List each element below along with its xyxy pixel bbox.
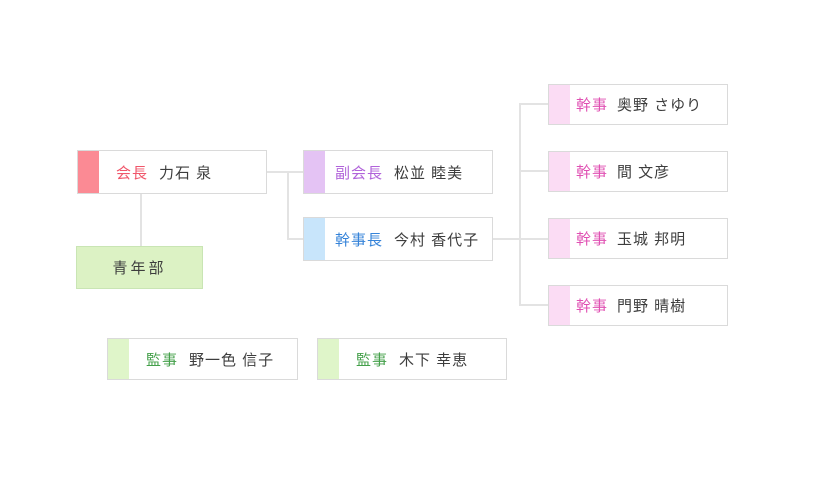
node-president[interactable]: 会長 力石 泉 bbox=[77, 150, 267, 194]
connector-vertical-president-branch bbox=[287, 171, 289, 240]
node-youth-department[interactable]: 青年部 bbox=[76, 246, 203, 289]
vice-president-accent-bar bbox=[304, 151, 325, 193]
secretary-name: 奥野 さゆり bbox=[617, 97, 703, 114]
connector-president-to-branch bbox=[267, 171, 303, 173]
secretary-name: 間 文彦 bbox=[617, 164, 671, 181]
president-name: 力石 泉 bbox=[159, 164, 213, 182]
node-secretary-1[interactable]: 幹事 奥野 さゆり bbox=[548, 84, 728, 125]
connector-to-secretary-general bbox=[287, 238, 303, 240]
secretary-accent-bar bbox=[549, 152, 570, 191]
secretary-accent-bar bbox=[549, 219, 570, 258]
secretary-general-role-label: 幹事長 bbox=[335, 231, 384, 249]
node-auditor-1[interactable]: 監事 野一色 信子 bbox=[107, 338, 298, 380]
auditor-name: 木下 幸恵 bbox=[399, 351, 469, 369]
auditor-accent-bar bbox=[108, 339, 129, 379]
department-name: 青年部 bbox=[112, 260, 167, 277]
node-vice-president[interactable]: 副会長 松並 睦美 bbox=[303, 150, 493, 194]
node-secretary-4[interactable]: 幹事 門野 晴樹 bbox=[548, 285, 728, 326]
connector-secretaries-trunk bbox=[519, 103, 521, 306]
node-secretary-2[interactable]: 幹事 間 文彦 bbox=[548, 151, 728, 192]
auditor-role-label: 監事 bbox=[146, 351, 179, 369]
connector-branch-secretary-4 bbox=[519, 304, 548, 306]
secretary-role-label: 幹事 bbox=[576, 97, 609, 114]
secretary-accent-bar bbox=[549, 286, 570, 325]
secretary-role-label: 幹事 bbox=[576, 231, 609, 248]
secretary-name: 門野 晴樹 bbox=[617, 298, 687, 315]
node-secretary-general[interactable]: 幹事長 今村 香代子 bbox=[303, 217, 493, 261]
node-auditor-2[interactable]: 監事 木下 幸恵 bbox=[317, 338, 507, 380]
secretary-general-accent-bar bbox=[304, 218, 325, 260]
connector-branch-secretary-1 bbox=[519, 103, 548, 105]
connector-branch-secretary-2 bbox=[519, 170, 548, 172]
secretary-role-label: 幹事 bbox=[576, 298, 609, 315]
auditor-name: 野一色 信子 bbox=[189, 351, 275, 369]
secretary-role-label: 幹事 bbox=[576, 164, 609, 181]
connector-president-to-department bbox=[140, 194, 142, 246]
auditor-accent-bar bbox=[318, 339, 339, 379]
secretary-name: 玉城 邦明 bbox=[617, 231, 687, 248]
vice-president-name: 松並 睦美 bbox=[394, 164, 464, 182]
president-accent-bar bbox=[78, 151, 99, 193]
president-role-label: 会長 bbox=[116, 164, 149, 182]
auditor-role-label: 監事 bbox=[356, 351, 389, 369]
node-secretary-3[interactable]: 幹事 玉城 邦明 bbox=[548, 218, 728, 259]
secretary-general-name: 今村 香代子 bbox=[394, 231, 480, 249]
secretary-accent-bar bbox=[549, 85, 570, 124]
vice-president-role-label: 副会長 bbox=[335, 164, 384, 182]
